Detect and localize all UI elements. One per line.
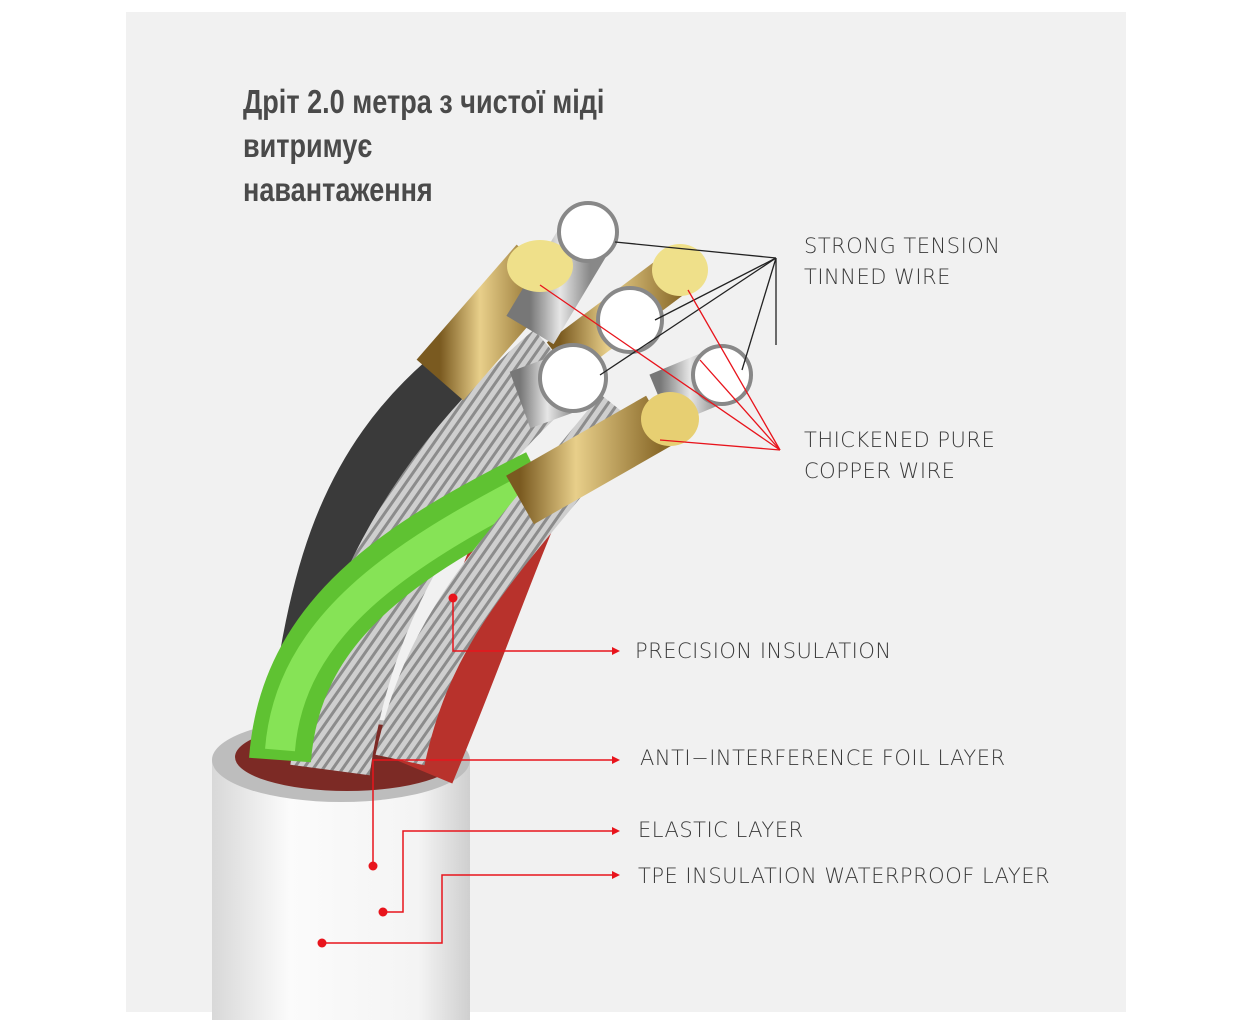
label-copper-line-1: THICKENED PURE xyxy=(804,428,996,452)
label-foil-layer: ANTI−INTERFERENCE FOIL LAYER xyxy=(640,746,1006,770)
label-copper: THICKENED PURE COPPER WIRE xyxy=(804,425,995,487)
label-copper-line-2: COPPER WIRE xyxy=(804,459,956,483)
cable-cores xyxy=(249,201,753,784)
tension-leader-lines xyxy=(599,241,777,376)
leader-markers xyxy=(317,593,620,948)
label-tpe-layer: TPE INSULATION WATERPROOF LAYER xyxy=(638,864,1051,888)
label-tension: STRONG TENSION TINNED WIRE xyxy=(804,231,1001,293)
page-title: Дріт 2.0 метра з чистої міді витримує на… xyxy=(243,80,735,212)
layer-leader-lines xyxy=(322,598,612,944)
title-line-1: Дріт 2.0 метра з чистої міді витримує xyxy=(243,83,605,164)
label-tension-line-2: TINNED WIRE xyxy=(804,265,951,289)
title-line-2: навантаження xyxy=(243,171,433,208)
label-tension-line-1: STRONG TENSION xyxy=(804,234,1001,258)
label-elastic-layer: ELASTIC LAYER xyxy=(638,818,804,842)
label-precision-insulation: PRECISION INSULATION xyxy=(635,639,892,663)
copper-leader-lines xyxy=(539,284,781,451)
